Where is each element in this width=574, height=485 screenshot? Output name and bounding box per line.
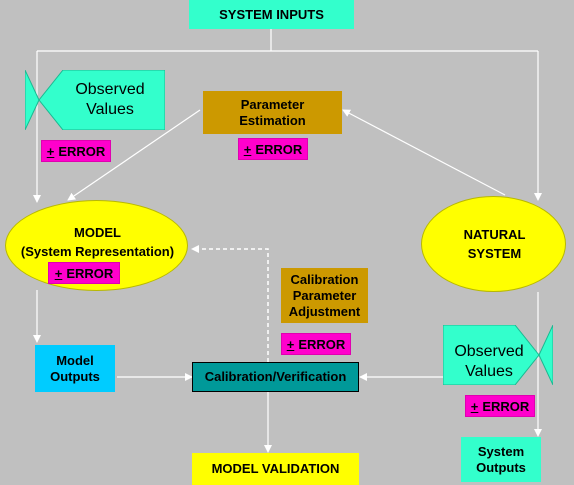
observed-values-top-line1: Observed (75, 81, 145, 98)
plus-minus-symbol: + (286, 336, 295, 352)
calibration-verification-label: Calibration/Verification (204, 369, 347, 384)
model-line1: MODEL (74, 225, 121, 240)
plus-minus-symbol: + (470, 398, 479, 414)
calibration-parameter-adjustment-line3: Adjustment (288, 303, 361, 319)
calibration-verification-box: Calibration/Verification (192, 362, 359, 392)
observed-values-right-shape (443, 325, 553, 385)
model-validation-box: MODEL VALIDATION (192, 453, 359, 485)
system-inputs-label: SYSTEM INPUTS (219, 6, 324, 22)
observed-values-right-line2: Values (465, 363, 513, 380)
natural-system-line1: NATURAL (463, 227, 526, 242)
parameter-estimation-line2: Estimation (239, 112, 306, 128)
calib-feedback-dashed (191, 245, 269, 362)
error-label: ERROR (66, 265, 114, 281)
observed-values-top: Observed Values (25, 70, 165, 130)
plus-minus-symbol: + (243, 141, 252, 157)
error-label: ERROR (58, 143, 106, 159)
error-label: ERROR (255, 141, 303, 157)
error-badge-observed-top: + ERROR (41, 140, 111, 162)
error-label: ERROR (482, 398, 530, 414)
error-badge-observed-right: + ERROR (465, 395, 535, 417)
parameter-estimation-box: Parameter Estimation (203, 91, 342, 134)
system-outputs-line1: System (477, 443, 525, 459)
system-outputs-line2: Outputs (476, 459, 526, 475)
model-validation-label: MODEL VALIDATION (211, 461, 340, 476)
parameter-estimation-line1: Parameter (240, 96, 305, 112)
model-outputs-line1: Model (56, 352, 94, 368)
model-line2: (System Representation) (20, 244, 175, 259)
calibration-parameter-adjustment-line2: Parameter (292, 287, 357, 303)
model-outputs-box: Model Outputs (35, 345, 115, 392)
error-badge-calibration: + ERROR (281, 333, 351, 355)
error-badge-parameter: + ERROR (238, 138, 308, 160)
plus-minus-symbol: + (54, 265, 63, 281)
calibration-parameter-adjustment-box: Calibration Parameter Adjustment (281, 268, 368, 323)
model-outputs-line2: Outputs (50, 368, 100, 384)
observed-values-top-line2: Values (86, 101, 134, 118)
natural-to-param (342, 109, 506, 196)
system-inputs-box: SYSTEM INPUTS (189, 0, 354, 29)
system-outputs-box: System Outputs (461, 437, 541, 482)
observed-values-right-line1: Observed (454, 343, 524, 360)
natural-system-line2: SYSTEM (467, 246, 522, 261)
observed-values-right: Observed Values (443, 325, 553, 385)
error-badge-model: + ERROR (48, 262, 120, 284)
observed-values-top-shape (25, 70, 165, 130)
param-to-model (67, 109, 201, 201)
plus-minus-symbol: + (46, 143, 55, 159)
calibration-parameter-adjustment-line1: Calibration (290, 271, 359, 287)
error-label: ERROR (298, 336, 346, 352)
natural-system-ellipse: NATURAL SYSTEM (421, 196, 566, 292)
